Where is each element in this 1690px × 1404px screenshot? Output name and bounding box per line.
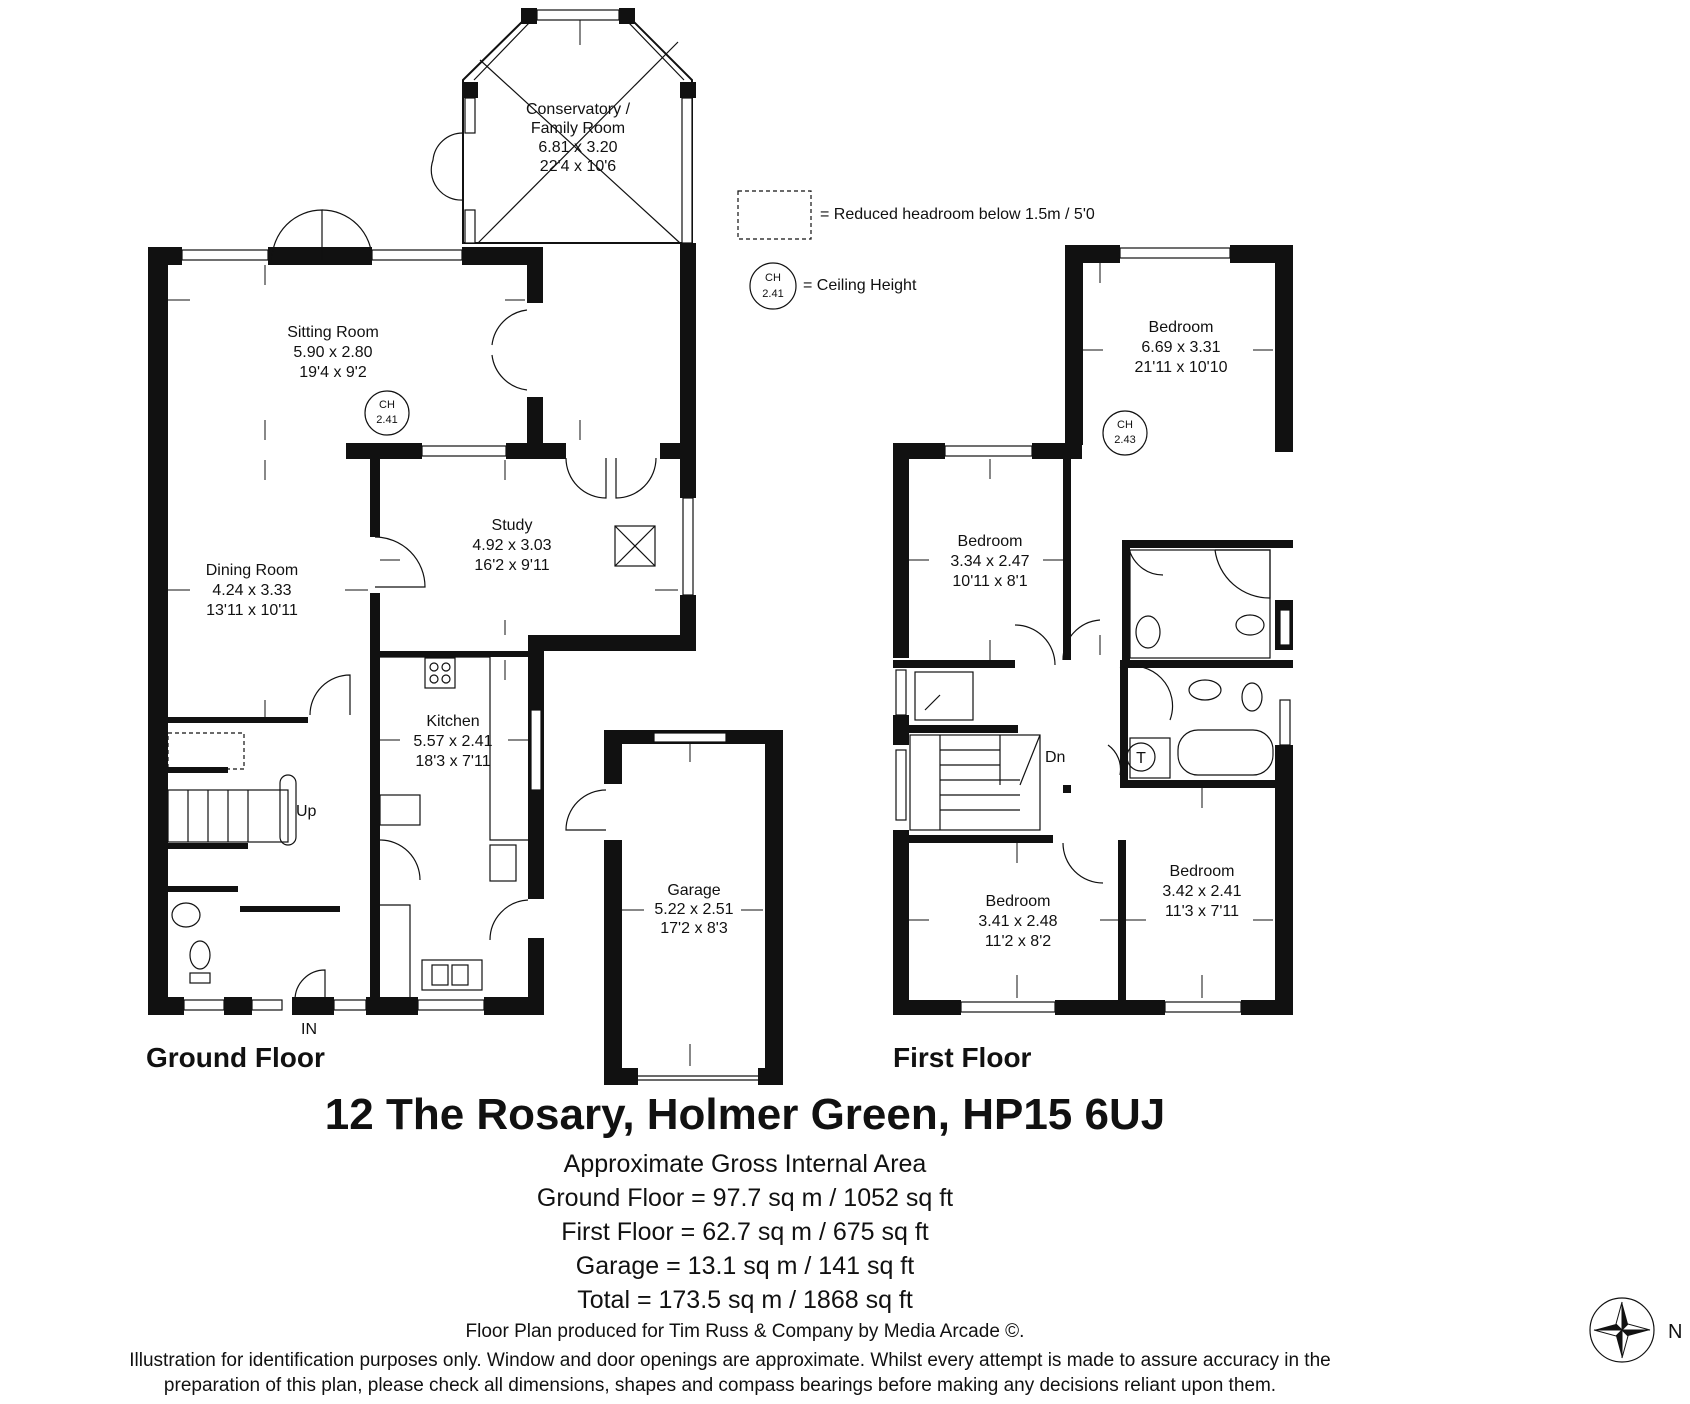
first-room-labels: Bedroom 6.69 x 3.31 21'11 x 10'10 CH 2.4… [893,319,1242,1073]
producer-note: Floor Plan produced for Tim Russ & Compa… [465,1321,1025,1342]
entrance-label: IN [301,1021,317,1038]
conservatory-imperial: 22'4 x 10'6 [540,158,616,175]
garage-metric: 5.22 x 2.51 [654,901,733,918]
first-floor-plan [893,245,1293,1015]
property-address: 12 The Rosary, Holmer Green, HP15 6UJ [324,1090,1166,1139]
conservatory-metric: 6.81 x 3.20 [538,139,617,156]
bedroom-4-name: Bedroom [1170,863,1235,880]
sitting-room-ch-label: CH [379,399,395,411]
bedroom-1-name: Bedroom [1149,319,1214,336]
kitchen-name: Kitchen [426,713,479,730]
total-area: Total = 173.5 sq m / 1868 sq ft [577,1286,913,1314]
stairs-up-label: Up [296,803,317,820]
garage-imperial: 17'2 x 8'3 [660,920,728,937]
ground-floor-area: Ground Floor = 97.7 sq m / 1052 sq ft [536,1184,954,1212]
reduced-headroom-swatch [737,190,812,240]
garage-name: Garage [667,882,720,899]
dining-room-name: Dining Room [206,562,298,579]
bedroom-3-metric: 3.41 x 2.48 [978,913,1057,930]
kitchen-metric: 5.57 x 2.41 [413,733,492,750]
bedroom-1-metric: 6.69 x 3.31 [1141,339,1220,356]
bedroom-1-imperial: 21'11 x 10'10 [1135,359,1228,376]
garage-plan [565,730,783,1085]
disclaimer-line-2: preparation of this plan, please check a… [163,1375,1277,1396]
legend: = Reduced headroom below 1.5m / 5'0 CH 2… [737,190,1095,310]
study-imperial: 16'2 x 9'11 [474,557,549,574]
first-floor-title: First Floor [893,1042,1032,1073]
legend-ch-label: CH [765,272,781,284]
cylinder-label: T [1136,750,1146,767]
sitting-room-ch-marker [364,390,410,436]
ground-floor-title: Ground Floor [146,1042,325,1073]
dining-room-imperial: 13'11 x 10'11 [206,602,298,619]
sitting-room-ch-value: 2.41 [376,414,397,426]
area-title: Approximate Gross Internal Area [563,1150,927,1178]
first-dimension-arrows [909,263,1273,998]
ground-room-labels: Conservatory / Family Room 6.81 x 3.20 2… [146,101,734,1073]
dining-room-metric: 4.24 x 3.33 [212,582,291,599]
garage-area: Garage = 13.1 sq m / 141 sq ft [575,1252,915,1280]
legend-ceiling-height: = Ceiling Height [803,277,917,294]
study-metric: 4.92 x 3.03 [472,537,551,554]
study-name: Study [492,517,533,534]
bedroom-3-name: Bedroom [986,893,1051,910]
sitting-room-name: Sitting Room [287,324,379,341]
bedroom-2-imperial: 10'11 x 8'1 [952,573,1027,590]
conservatory-name-2: Family Room [531,120,625,137]
bedroom-ch-value: 2.43 [1114,434,1135,446]
bedroom-2-metric: 3.34 x 2.47 [950,553,1029,570]
ground-floor-plan [148,8,696,1015]
stairs-down-label: Dn [1045,749,1065,766]
bedroom-2-name: Bedroom [958,533,1023,550]
sitting-room-metric: 5.90 x 2.80 [293,344,372,361]
bedroom-ch-label: CH [1117,419,1133,431]
ceiling-height-swatch [749,262,797,310]
disclaimer-line-1: Illustration for identification purposes… [129,1350,1331,1371]
bedroom-3-imperial: 11'2 x 8'2 [985,933,1051,950]
ground-dimension-arrows [168,20,678,741]
bedroom-4-metric: 3.42 x 2.41 [1162,883,1241,900]
conservatory-name: Conservatory / [526,101,631,118]
north-label: N [1668,1321,1682,1343]
bedroom-4-imperial: 11'3 x 7'11 [1165,903,1239,920]
kitchen-imperial: 18'3 x 7'11 [415,753,490,770]
compass-icon: N [1589,1297,1682,1363]
legend-ch-value: 2.41 [762,288,783,300]
sitting-room-imperial: 19'4 x 9'2 [299,364,367,381]
bedroom-ch-marker [1102,410,1148,456]
legend-reduced-headroom: = Reduced headroom below 1.5m / 5'0 [820,206,1095,223]
first-floor-area: First Floor = 62.7 sq m / 675 sq ft [561,1218,929,1246]
